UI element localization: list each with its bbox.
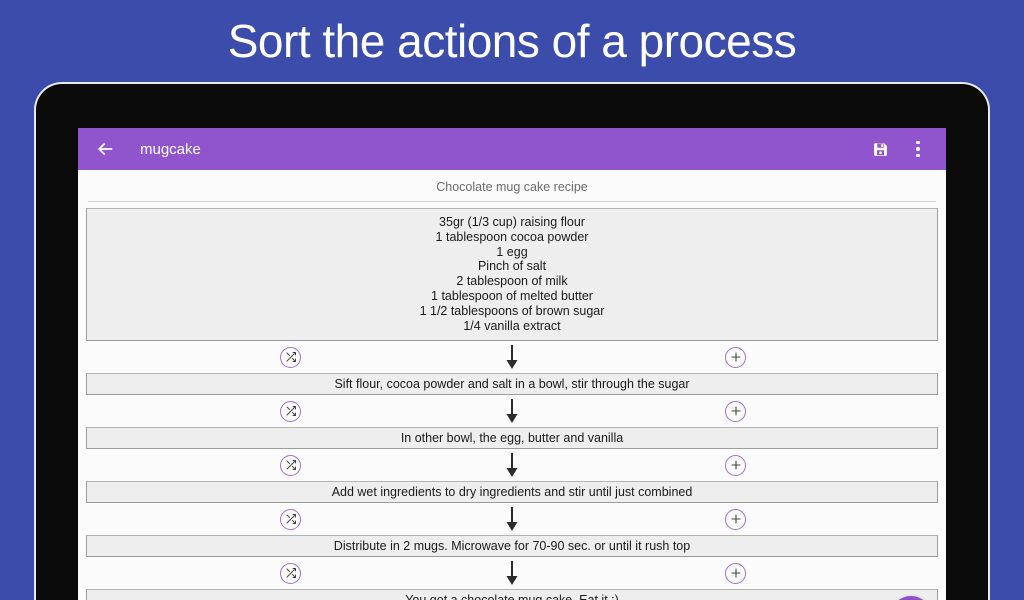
title-divider <box>88 201 936 202</box>
arrow-down-icon <box>506 399 518 424</box>
ingredient-line: 1 egg <box>496 244 528 259</box>
shuffle-icon[interactable] <box>280 454 301 476</box>
connector-row <box>84 341 940 373</box>
arrow-down-icon <box>506 507 518 532</box>
shuffle-icon[interactable] <box>280 400 301 422</box>
ingredient-line: 1 1/2 tablespoons of brown sugar <box>419 303 605 318</box>
shuffle-icon[interactable] <box>280 562 301 584</box>
step-card[interactable]: In other bowl, the egg, butter and vanil… <box>86 427 938 450</box>
shuffle-icon[interactable] <box>280 508 301 530</box>
ingredient-line: 35gr (1/3 cup) raising flour <box>439 215 585 229</box>
plus-icon[interactable] <box>725 346 746 368</box>
page-title: Sort the actions of a process <box>227 15 797 67</box>
ingredient-line: 1/4 vanilla extract <box>463 318 561 333</box>
connector-row <box>84 557 940 589</box>
overflow-menu-icon[interactable] <box>904 135 932 163</box>
recipe-content: Chocolate mug cake recipe 35gr (1/3 cup)… <box>78 170 946 600</box>
edit-fab-button[interactable] <box>890 596 932 600</box>
back-arrow-icon[interactable] <box>92 136 118 162</box>
recipe-title: Chocolate mug cake recipe <box>436 180 588 194</box>
arrow-down-icon <box>506 345 518 370</box>
ingredient-line: Pinch of salt <box>477 259 547 274</box>
connector-row <box>84 395 940 427</box>
ingredient-line: 1 tablespoon cocoa powder <box>435 229 589 244</box>
step-card[interactable]: Distribute in 2 mugs. Microwave for 70-9… <box>86 535 938 558</box>
plus-icon[interactable] <box>725 400 746 422</box>
ingredient-line: 1 tablespoon of melted butter <box>431 288 593 303</box>
shuffle-icon[interactable] <box>280 346 301 368</box>
app-bar: mugcake <box>78 128 946 170</box>
ingredients-card[interactable]: 35gr (1/3 cup) raising flour 1 tablespoo… <box>86 208 938 342</box>
app-screen: mugcake Chocolate mug cake recipe 35g <box>78 128 946 600</box>
arrow-down-icon <box>506 453 518 478</box>
plus-icon[interactable] <box>725 454 746 476</box>
step-card[interactable]: Add wet ingredients to dry ingredients a… <box>86 481 938 504</box>
connector-row <box>84 503 940 535</box>
save-icon[interactable] <box>866 135 894 163</box>
tablet-device-frame: mugcake Chocolate mug cake recipe 35g <box>36 84 988 600</box>
app-bar-title: mugcake <box>140 140 201 158</box>
step-card[interactable]: You got a chocolate mug cake. Eat it :) <box>86 589 938 600</box>
plus-icon[interactable] <box>725 562 746 584</box>
ingredient-line: 2 tablespoon of milk <box>456 274 568 289</box>
step-card[interactable]: Sift flour, cocoa powder and salt in a b… <box>86 373 938 396</box>
plus-icon[interactable] <box>725 508 746 530</box>
connector-row <box>84 449 940 481</box>
arrow-down-icon <box>506 561 518 586</box>
